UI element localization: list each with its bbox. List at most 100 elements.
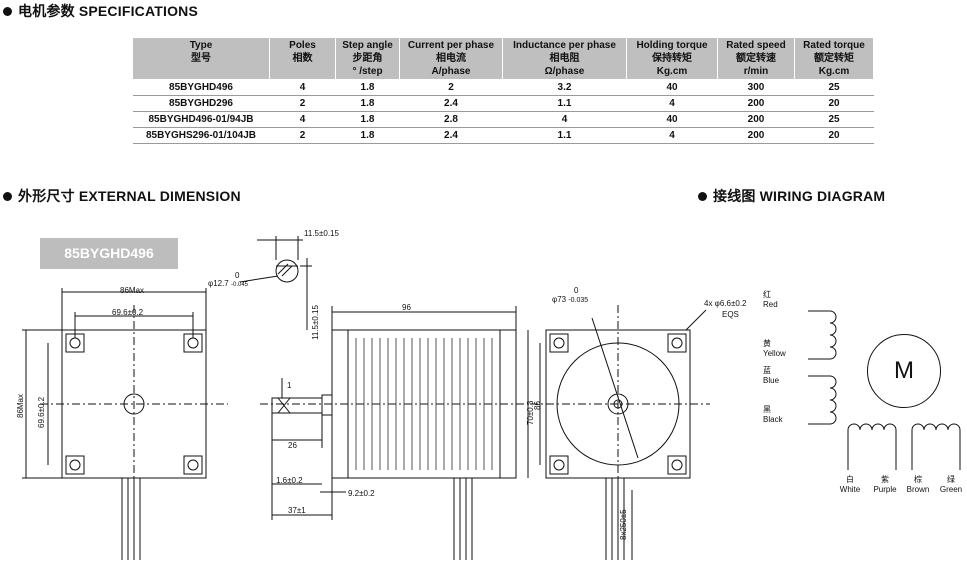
wiring-coils	[808, 310, 961, 470]
external-title-en: EXTERNAL DIMENSION	[78, 188, 241, 204]
dim-bolt-circle: 70±0.3	[526, 400, 535, 425]
bullet-icon	[3, 6, 12, 16]
header-label-cn: 额定转矩	[814, 53, 854, 64]
dim-pilot-dia: φ73 -0.035	[552, 295, 588, 304]
dim-flat-mark: 1	[287, 381, 292, 390]
specifications-title-en: SPECIFICATIONS	[78, 3, 199, 19]
wire-en: Yellow	[763, 349, 786, 358]
wire-en: Blue	[763, 376, 780, 385]
cell-rated-torque: 20	[794, 95, 874, 112]
cell-type: 85BYGHD496-01/94JB	[132, 111, 270, 128]
cell-step-angle: 1.8	[335, 111, 400, 128]
cell-rated-speed: 200	[717, 95, 795, 112]
mount-hole	[187, 459, 199, 471]
mount-hole	[69, 459, 81, 471]
dim-lead-length: 8x250±5	[619, 509, 628, 540]
cell-inductance: 1.1	[502, 95, 627, 112]
cell-type: 85BYGHD296	[132, 95, 270, 112]
header-label-cn: 步距角	[352, 53, 383, 64]
dim-boss-length: 1.6±0.2	[276, 476, 303, 485]
header-label-cn: 相数	[292, 53, 313, 64]
dim-shaft-tol-upper: 0	[235, 271, 239, 280]
dim-shaft-dia: φ12.7 -0.045	[208, 279, 248, 288]
dim-shaft-length: 26	[288, 441, 297, 450]
header-unit: r/min	[743, 66, 769, 77]
leader	[685, 309, 707, 331]
bullet-icon	[3, 191, 12, 201]
corner-boss	[65, 455, 85, 475]
tol-lower: -0.035	[568, 297, 589, 304]
corner-boss	[183, 455, 203, 475]
header-label: Type	[189, 40, 213, 51]
external-title-cn: 外形尺寸	[18, 188, 75, 204]
bullet-icon	[698, 191, 707, 201]
pilot-dim	[591, 317, 639, 459]
coil-a	[808, 310, 837, 360]
dim-flange-max: 86Max	[120, 286, 145, 295]
wire-en: Black	[763, 415, 783, 424]
dim-mount-holes: 4x φ6.6±0.2	[704, 299, 747, 308]
shaft-section	[275, 259, 299, 283]
pilot-dia-value: φ73	[552, 295, 567, 304]
corner-boss	[549, 333, 569, 353]
mount-hole	[553, 337, 565, 349]
dim-body-length: 96	[402, 303, 411, 312]
header-label: Step angle	[342, 40, 393, 51]
dim-key-height: 11.5±0.15	[311, 305, 320, 340]
header-label: Current per phase	[407, 40, 495, 51]
cell-inductance: 3.2	[502, 79, 627, 96]
corner-boss	[549, 455, 569, 475]
cell-holding-torque: 40	[626, 79, 718, 96]
cell-rated-torque: 25	[794, 111, 874, 128]
header-unit: Kg.cm	[656, 66, 688, 77]
dim-hole-spacing: 69.6±0.2	[112, 308, 144, 317]
wiring-title-cn: 接线图	[713, 188, 756, 204]
cell-poles: 4	[269, 111, 336, 128]
cell-poles: 2	[269, 127, 336, 144]
cell-rated-speed: 200	[717, 127, 795, 144]
wire-cn: 蓝	[763, 366, 771, 375]
hatch	[277, 263, 289, 275]
header-label-cn: 相电阻	[549, 53, 580, 64]
flat-mark	[277, 397, 291, 414]
wire-en: Purple	[873, 485, 897, 494]
cell-type: 85BYGHS296-01/104JB	[132, 127, 270, 144]
cell-inductance: 1.1	[502, 127, 627, 144]
cell-rated-speed: 300	[717, 79, 795, 96]
cell-holding-torque: 4	[626, 95, 718, 112]
dim-flange-max-vertical: 86Max	[16, 393, 25, 418]
shaft-dia-value: φ12.7	[208, 279, 229, 288]
cell-rated-torque: 20	[794, 127, 874, 144]
coil-c	[847, 423, 897, 470]
wire-en: Green	[939, 485, 963, 494]
header-label-cn: 保持转矩	[652, 53, 692, 64]
cell-type: 85BYGHD496	[132, 79, 270, 96]
shaft-detail	[239, 236, 312, 330]
header-label: Inductance per phase	[513, 40, 616, 51]
wire-en: White	[839, 485, 861, 494]
dim-mount-eqs: EQS	[722, 310, 739, 319]
specifications-title-cn: 电机参数	[18, 3, 75, 19]
wire-cn: 红	[763, 290, 771, 299]
cell-step-angle: 1.8	[335, 79, 400, 96]
cell-poles: 2	[269, 95, 336, 112]
hatch	[281, 265, 293, 277]
wire-en: Red	[763, 300, 778, 309]
header-label-cn: 相电流	[436, 53, 466, 64]
cell-rated-speed: 200	[717, 111, 795, 128]
cell-step-angle: 1.8	[335, 95, 400, 112]
header-label: Poles	[289, 40, 316, 51]
dim-shaft-total: 37±1	[288, 506, 306, 515]
